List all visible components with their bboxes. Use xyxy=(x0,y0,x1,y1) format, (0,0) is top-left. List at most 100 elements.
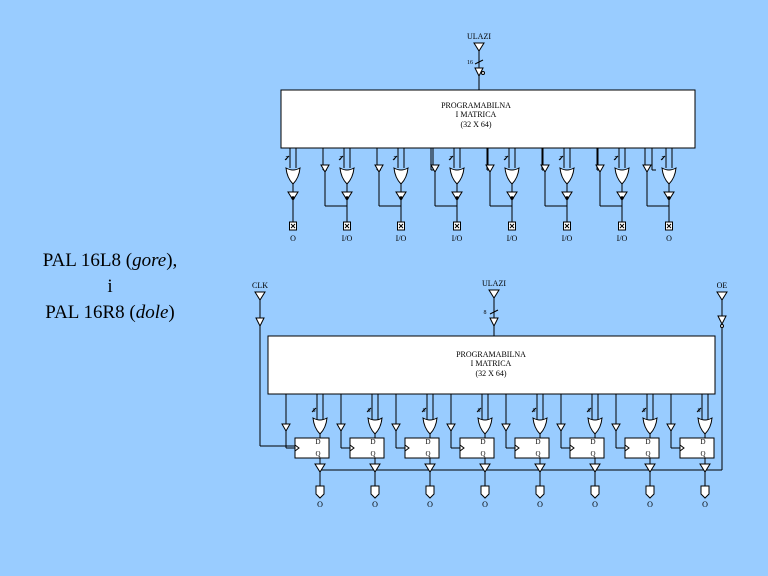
feedback-buffer xyxy=(611,423,621,433)
oe-pin xyxy=(716,291,728,301)
bottom-matrix xyxy=(267,335,716,395)
top-output-cell: 7I/O xyxy=(540,148,601,243)
top-output-cell: 7I/O xyxy=(485,148,546,243)
output-pin xyxy=(535,485,545,499)
output-buffer xyxy=(369,463,381,473)
output-label: I/O xyxy=(396,234,407,243)
pin-mark xyxy=(344,223,350,229)
top-output-cell: 7I/O xyxy=(595,148,656,243)
clk-pin xyxy=(254,291,266,301)
bus-slash xyxy=(660,155,666,161)
ff-q-label: Q xyxy=(370,450,375,458)
bus-slash xyxy=(366,407,372,413)
or-gate xyxy=(312,417,328,435)
bus-slash xyxy=(489,309,499,315)
bus-slash xyxy=(503,155,509,161)
feedback-buffer xyxy=(281,423,291,433)
bus-slash xyxy=(558,155,564,161)
ff-q-label: Q xyxy=(590,450,595,458)
output-buffer xyxy=(699,463,711,473)
feedback-buffer xyxy=(540,164,550,174)
junction-dot xyxy=(399,196,403,200)
output-buffer xyxy=(616,191,628,201)
bus-slash xyxy=(613,155,619,161)
ff-d-label: D xyxy=(700,438,705,446)
output-buffer xyxy=(506,191,518,201)
oe-label: OE xyxy=(717,281,728,290)
inverter-bubble xyxy=(481,71,485,75)
ff-d-label: D xyxy=(370,438,375,446)
or-gate xyxy=(614,167,630,185)
bus-slash xyxy=(641,407,647,413)
bottom-input-buffer xyxy=(489,317,499,328)
ff-d-label: D xyxy=(590,438,595,446)
clk-label: CLK xyxy=(252,281,268,290)
bottom-input-label: ULAZI xyxy=(482,279,506,288)
flip-flop xyxy=(404,437,440,459)
or-gate xyxy=(587,417,603,435)
term-count-label: 7 xyxy=(450,156,453,162)
top-matrix-line-2: I MATRICA xyxy=(456,110,497,119)
output-label: O xyxy=(372,500,378,509)
flip-flop xyxy=(294,437,330,459)
or-gate xyxy=(367,417,383,435)
bottom-bus-width: 8 xyxy=(484,310,487,316)
output-label: O xyxy=(537,500,543,509)
output-buffer xyxy=(644,463,656,473)
or-gate xyxy=(449,167,465,185)
output-label: I/O xyxy=(617,234,628,243)
term-count-label: 8 xyxy=(368,408,371,414)
output-label: O xyxy=(427,500,433,509)
bottom-matrix-line-3: (32 X 64) xyxy=(475,369,506,378)
top-matrix-line-3: (32 X 64) xyxy=(460,120,491,129)
top-input-buffer xyxy=(474,67,484,78)
inverter-bubble xyxy=(720,324,724,328)
feedback-buffer xyxy=(501,423,511,433)
or-gate xyxy=(504,167,520,185)
term-count-label: 8 xyxy=(698,408,701,414)
output-label: O xyxy=(647,500,653,509)
output-pin xyxy=(645,485,655,499)
output-pin xyxy=(425,485,435,499)
output-label: O xyxy=(317,500,323,509)
term-count-label: 8 xyxy=(313,408,316,414)
ff-q-label: Q xyxy=(480,450,485,458)
output-pin xyxy=(590,485,600,499)
ff-d-label: D xyxy=(535,438,540,446)
output-label: O xyxy=(666,234,672,243)
bus-slash xyxy=(531,407,537,413)
top-matrix xyxy=(280,89,696,149)
flip-flop xyxy=(624,437,660,459)
junction-dot xyxy=(455,196,459,200)
junction-dot xyxy=(510,196,514,200)
output-buffer xyxy=(287,191,299,201)
feedback-buffer xyxy=(595,164,605,174)
output-pin xyxy=(315,485,325,499)
pin-mark xyxy=(290,223,296,229)
feedback-buffer xyxy=(374,164,384,174)
bus-slash xyxy=(474,59,484,65)
or-gate xyxy=(477,417,493,435)
bus-slash xyxy=(392,155,398,161)
bus-slash xyxy=(338,155,344,161)
flip-flop xyxy=(569,437,605,459)
feedback-buffer xyxy=(446,423,456,433)
bus-slash xyxy=(311,407,317,413)
or-gate xyxy=(642,417,658,435)
output-buffer xyxy=(479,463,491,473)
output-label: O xyxy=(592,500,598,509)
pin-mark xyxy=(564,223,570,229)
ff-q-label: Q xyxy=(315,450,320,458)
top-output-cell: 7I/O xyxy=(430,148,491,243)
term-count-label: 8 xyxy=(533,408,536,414)
output-label: O xyxy=(290,234,296,243)
ff-d-label: D xyxy=(645,438,650,446)
flip-flop xyxy=(679,437,715,459)
output-label: I/O xyxy=(342,234,353,243)
output-buffer xyxy=(424,463,436,473)
pin-mark xyxy=(666,223,672,229)
top-output-cell: 7O xyxy=(284,148,327,243)
